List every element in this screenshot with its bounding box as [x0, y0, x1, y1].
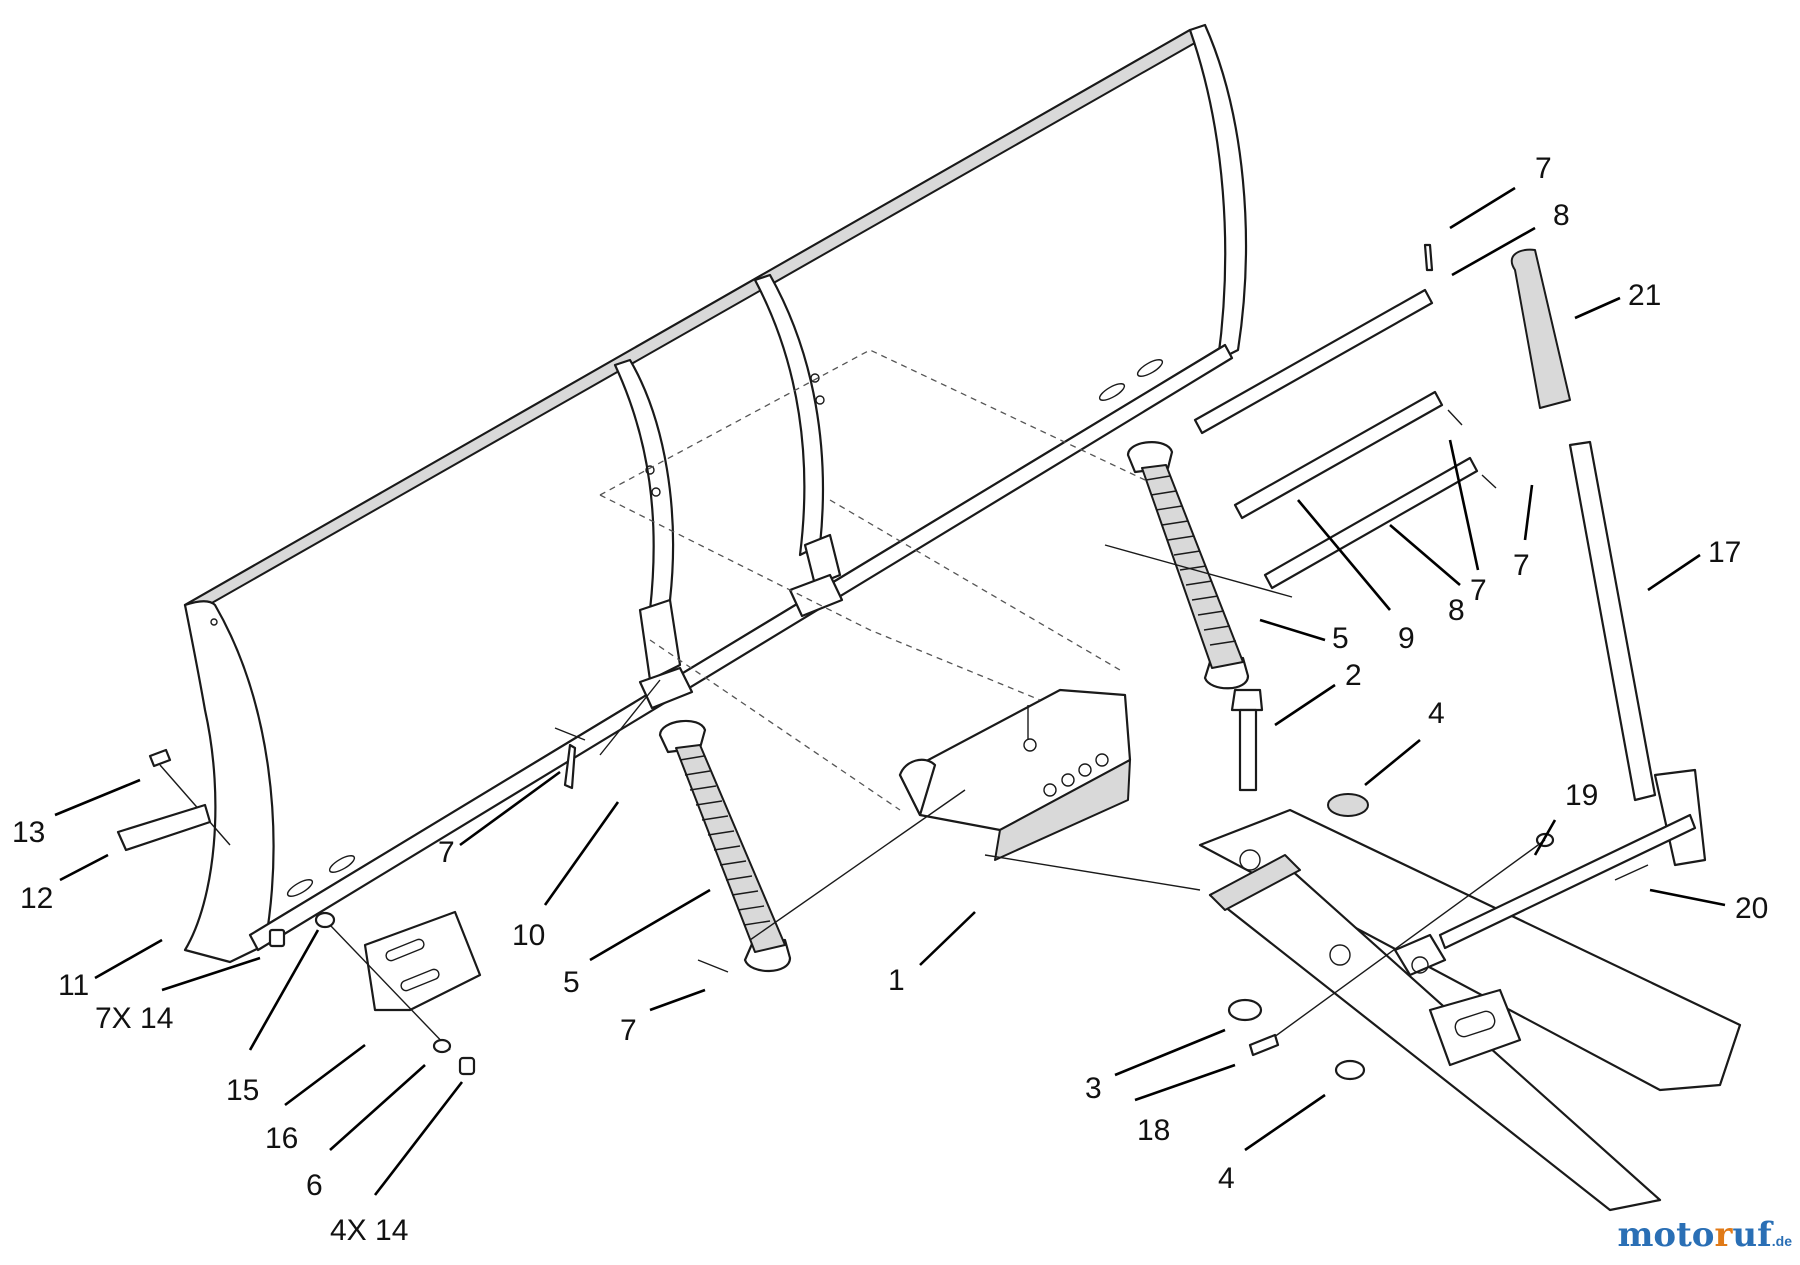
callout-1: 1	[888, 964, 905, 997]
watermark-part-c: uf	[1732, 1215, 1772, 1255]
callout-2: 2	[1345, 659, 1362, 692]
clevis-assembly	[1248, 832, 1649, 1057]
callout-3: 3	[1085, 1072, 1102, 1105]
callout-21: 21	[1628, 279, 1661, 312]
callout-4-top: 4	[1428, 697, 1445, 730]
callout-7-bottom: 7	[620, 1014, 637, 1047]
callout-7-left: 7	[438, 836, 455, 869]
plow-blade	[183, 23, 1248, 964]
callout-13: 13	[12, 816, 45, 849]
callout-18: 18	[1137, 1114, 1170, 1147]
callout-10: 10	[512, 919, 545, 952]
hitch-frame	[1198, 808, 1742, 1212]
callout-19: 19	[1565, 779, 1598, 812]
lift-handle	[1438, 248, 1707, 950]
callout-7-top: 7	[1535, 152, 1552, 185]
pivot-bracket	[898, 688, 1132, 861]
callout-15: 15	[226, 1074, 259, 1107]
callout-7-mid-b: 7	[1513, 549, 1530, 582]
watermark-suffix: .de	[1771, 1233, 1792, 1249]
watermark-logo: motoruf.de	[1617, 1215, 1792, 1255]
leader-lines	[54, 186, 1726, 1196]
callout-9: 9	[1398, 622, 1415, 655]
left-hardware	[116, 748, 476, 1076]
callout-6: 6	[306, 1169, 323, 1202]
callout-12: 12	[20, 882, 53, 915]
callout-4-bottom: 4	[1218, 1162, 1235, 1195]
callout-8-mid: 8	[1448, 594, 1465, 627]
callout-5-right: 5	[1332, 622, 1349, 655]
callout-11: 11	[58, 969, 89, 1002]
pivot-hardware	[1227, 688, 1369, 1081]
callouts: 7 8 21 17 9 8 7 7 5 2 4 19 20 13 12 11 7…	[12, 152, 1768, 1247]
assembly-lines	[599, 349, 1293, 941]
callout-8-top: 8	[1553, 199, 1570, 232]
rods	[554, 243, 1497, 973]
callout-16: 16	[265, 1122, 298, 1155]
callout-4x14: 4X 14	[330, 1214, 408, 1247]
callout-7-mid-a: 7	[1470, 574, 1487, 607]
watermark-part-a: moto	[1617, 1215, 1715, 1255]
spring-right	[1126, 441, 1250, 690]
callout-20: 20	[1735, 892, 1768, 925]
watermark-part-b: r	[1714, 1215, 1733, 1255]
spring-left	[658, 719, 792, 973]
skid-shoe	[363, 910, 482, 1012]
callout-17: 17	[1708, 536, 1741, 569]
callout-5-left: 5	[563, 966, 580, 999]
callout-7x14: 7X 14	[95, 1002, 173, 1035]
